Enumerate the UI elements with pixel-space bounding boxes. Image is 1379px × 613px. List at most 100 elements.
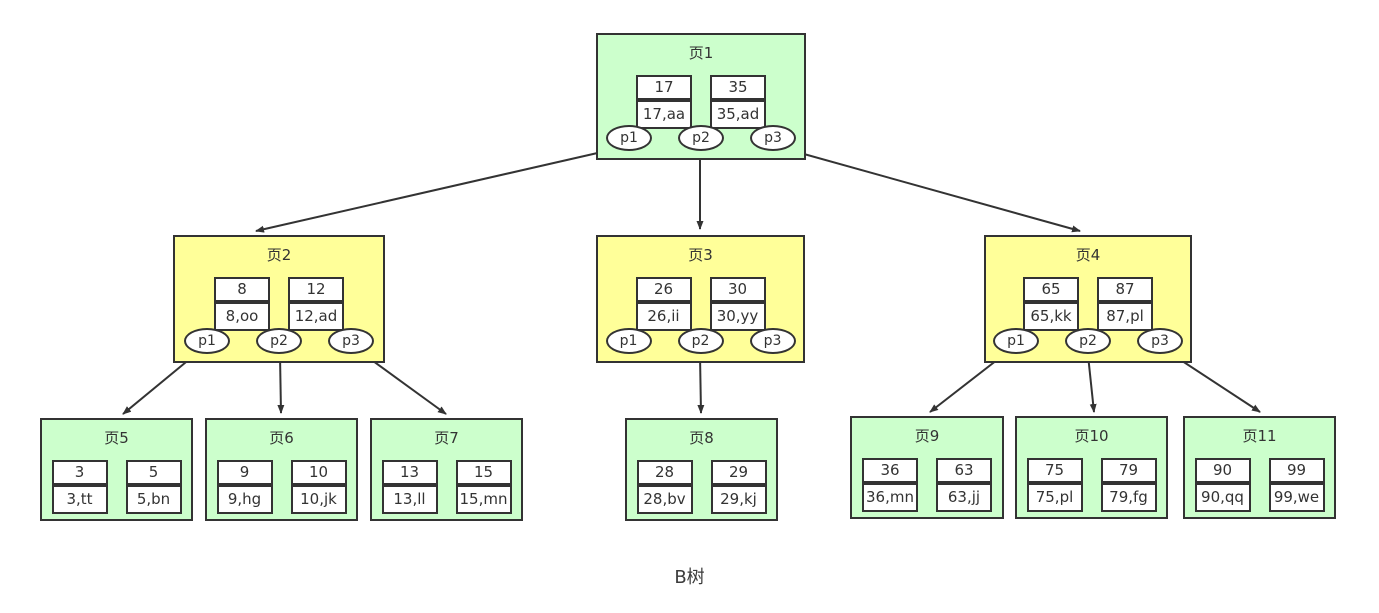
key-cell: 63 63,jj <box>936 458 992 512</box>
pointer-oval-p2: p2 <box>678 125 724 151</box>
key-row: 17 17,aa 35 35,ad <box>598 75 804 129</box>
pointer-oval-p1: p1 <box>993 328 1039 354</box>
edge-page2-page6 <box>277 354 285 414</box>
key-cell: 99 99,we <box>1268 458 1325 512</box>
key-value: 29 <box>710 460 767 485</box>
key-record: 99,we <box>1268 483 1325 512</box>
key-record: 75,pl <box>1026 483 1083 512</box>
key-row: 8 8,oo 12 12,ad <box>175 277 383 331</box>
key-record: 87,pl <box>1097 302 1153 331</box>
key-cell: 65 65,kk <box>1023 277 1079 331</box>
btree-node-page4: 页4 65 65,kk 87 87,pl p1 p2 p3 <box>984 235 1192 363</box>
pointer-row: p1 p2 p3 <box>598 125 804 151</box>
node-title: 页5 <box>104 429 129 447</box>
btree-node-page6: 页6 9 9,hg 10 10,jk <box>205 418 358 521</box>
pointer-oval-p1: p1 <box>184 328 230 354</box>
key-record: 35,ad <box>710 100 766 129</box>
key-row: 13 13,ll 15 15,mn <box>372 460 521 514</box>
pointer-row: p1 p2 p3 <box>598 328 803 354</box>
key-cell: 87 87,pl <box>1097 277 1153 331</box>
key-value: 30 <box>709 277 766 302</box>
btree-node-page1: 页1 17 17,aa 35 35,ad p1 p2 p3 <box>596 33 806 160</box>
node-title: 页10 <box>1074 427 1109 445</box>
node-title: 页8 <box>689 429 714 447</box>
key-record: 13,ll <box>381 485 438 514</box>
key-cell: 36 36,mn <box>862 458 918 512</box>
key-value: 79 <box>1100 458 1157 483</box>
key-value: 90 <box>1194 458 1251 483</box>
key-value: 63 <box>936 458 992 483</box>
edge-page1-page2 <box>255 148 616 233</box>
edge-page4-page10 <box>1087 354 1097 413</box>
key-cell: 12 12,ad <box>288 277 344 331</box>
key-cell: 30 30,yy <box>709 277 766 331</box>
node-title: 页1 <box>688 44 714 62</box>
key-value: 3 <box>51 460 108 485</box>
key-record: 29,kj <box>710 485 767 514</box>
pointer-row: p1 p2 p3 <box>175 328 383 354</box>
btree-node-page2: 页2 8 8,oo 12 12,ad p1 p2 p3 <box>173 235 385 363</box>
key-value: 99 <box>1268 458 1325 483</box>
key-value: 36 <box>862 458 918 483</box>
key-record: 30,yy <box>709 302 766 331</box>
key-record: 36,mn <box>862 483 918 512</box>
key-cell: 35 35,ad <box>710 75 766 129</box>
key-record: 26,ii <box>635 302 692 331</box>
key-record: 79,fg <box>1100 483 1157 512</box>
pointer-oval-p3: p3 <box>1137 328 1183 354</box>
btree-node-page11: 页11 90 90,qq 99 99,we <box>1183 416 1336 519</box>
key-record: 63,jj <box>936 483 992 512</box>
key-value: 9 <box>216 460 273 485</box>
node-title: 页7 <box>434 429 459 447</box>
key-row: 36 36,mn 63 63,jj <box>852 458 1002 512</box>
node-title: 页3 <box>688 246 713 264</box>
diagram-caption: B树 <box>674 567 705 588</box>
key-row: 28 28,bv 29 29,kj <box>627 460 776 514</box>
key-value: 8 <box>214 277 270 302</box>
key-value: 5 <box>125 460 182 485</box>
pointer-oval-p2: p2 <box>1065 328 1111 354</box>
pointer-oval-p1: p1 <box>606 125 652 151</box>
key-record: 8,oo <box>214 302 270 331</box>
key-cell: 90 90,qq <box>1194 458 1251 512</box>
key-row: 3 3,tt 5 5,bn <box>42 460 191 514</box>
node-title: 页6 <box>269 429 294 447</box>
key-record: 65,kk <box>1023 302 1079 331</box>
key-cell: 10 10,jk <box>290 460 347 514</box>
pointer-row: p1 p2 p3 <box>986 328 1190 354</box>
pointer-oval-p1: p1 <box>605 328 652 354</box>
key-cell: 9 9,hg <box>216 460 273 514</box>
key-cell: 26 26,ii <box>635 277 692 331</box>
pointer-oval-p3: p3 <box>328 328 374 354</box>
btree-node-page7: 页7 13 13,ll 15 15,mn <box>370 418 523 521</box>
btree-node-page5: 页5 3 3,tt 5 5,bn <box>40 418 193 521</box>
key-cell: 79 79,fg <box>1100 458 1157 512</box>
key-value: 10 <box>290 460 347 485</box>
key-row: 65 65,kk 87 87,pl <box>986 277 1190 331</box>
key-value: 65 <box>1023 277 1079 302</box>
pointer-oval-p2: p2 <box>256 328 302 354</box>
pointer-oval-p3: p3 <box>750 125 796 151</box>
key-record: 28,bv <box>636 485 693 514</box>
btree-node-page3: 页3 26 26,ii 30 30,yy p1 p2 p3 <box>596 235 805 363</box>
key-record: 17,aa <box>636 100 692 129</box>
key-row: 90 90,qq 99 99,we <box>1185 458 1334 512</box>
key-record: 3,tt <box>51 485 108 514</box>
key-record: 9,hg <box>216 485 273 514</box>
key-cell: 8 8,oo <box>214 277 270 331</box>
key-record: 90,qq <box>1194 483 1251 512</box>
key-value: 28 <box>636 460 693 485</box>
edge-page1-page4 <box>785 148 1081 233</box>
edge-page3-page8 <box>697 354 705 414</box>
btree-node-page9: 页9 36 36,mn 63 63,jj <box>850 416 1004 519</box>
node-title: 页9 <box>914 427 940 445</box>
btree-node-page10: 页10 75 75,pl 79 79,fg <box>1015 416 1168 519</box>
key-cell: 5 5,bn <box>125 460 182 514</box>
key-value: 15 <box>455 460 512 485</box>
pointer-oval-p2: p2 <box>677 328 724 354</box>
key-cell: 15 15,mn <box>455 460 512 514</box>
key-row: 75 75,pl 79 79,fg <box>1017 458 1166 512</box>
key-row: 26 26,ii 30 30,yy <box>598 277 803 331</box>
key-cell: 3 3,tt <box>51 460 108 514</box>
key-value: 17 <box>636 75 692 100</box>
